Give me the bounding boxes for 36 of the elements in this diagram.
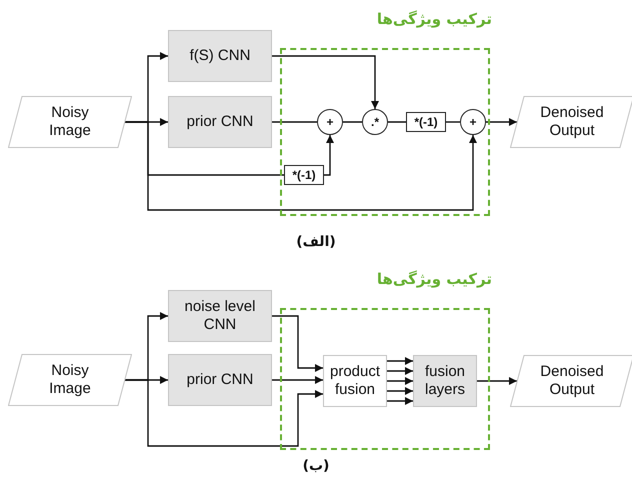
connector-line (388, 121, 406, 123)
process-box: noise level CNN (168, 290, 272, 342)
connector-line (343, 121, 362, 123)
arrow (272, 376, 323, 384)
group-title: ترکیب ویژگی‌ها (376, 10, 492, 28)
io-parallelogram: Noisy Image (8, 96, 132, 148)
panel-label: (ب) (302, 458, 330, 474)
arrow (272, 55, 379, 109)
operator-circle: + (460, 109, 486, 135)
arrow (125, 379, 323, 447)
connector-line (272, 121, 317, 123)
process-box: product fusion (323, 355, 387, 407)
panel-label: (الف) (296, 234, 336, 250)
arrow (324, 135, 334, 176)
io-parallelogram: Noisy Image (8, 354, 132, 406)
process-box: prior CNN (168, 354, 272, 406)
operator-circle: .* (362, 109, 388, 135)
process-box: prior CNN (168, 96, 272, 148)
process-box: f(S) CNN (168, 30, 272, 82)
arrow (486, 118, 517, 126)
io-parallelogram: Denoised Output (510, 96, 632, 148)
arrow (387, 377, 413, 385)
arrow (125, 121, 477, 211)
arrow (387, 397, 413, 405)
connector-line (446, 121, 460, 123)
arrow (272, 315, 323, 372)
arrow (387, 367, 413, 375)
arrow (387, 387, 413, 395)
operator-box: *(-1) (284, 165, 324, 185)
operator-box: *(-1) (406, 112, 446, 132)
arrow (387, 357, 413, 365)
group-title: ترکیب ویژگی‌ها (376, 270, 492, 288)
process-box: fusion layers (413, 355, 477, 407)
arrow (477, 377, 517, 385)
operator-circle: + (317, 109, 343, 135)
io-parallelogram: Denoised Output (510, 355, 632, 407)
